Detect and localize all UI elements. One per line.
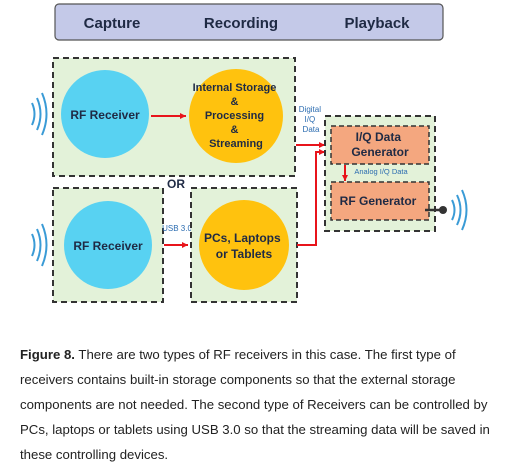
output-signal-icon: [451, 189, 468, 231]
path2-receiver: [64, 201, 152, 289]
or-separator: OR: [167, 177, 185, 191]
path1-storage-label: Internal Storage & Processing & Streamin…: [193, 82, 280, 150]
path1-receiver: [61, 70, 149, 158]
usb-label: USB 3.0: [162, 224, 192, 233]
stage-capture: Capture: [84, 15, 141, 32]
path2-host: [199, 200, 289, 290]
system-diagram: Capture Recording Playback RF Receiver I…: [31, 3, 468, 303]
figure-caption-text: There are two types of RF receivers in t…: [20, 347, 490, 462]
stage-playback: Playback: [344, 15, 410, 32]
path2-to-generator-line: [297, 149, 325, 246]
figure-number: Figure 8.: [20, 347, 75, 362]
path2-receiver-label: RF Receiver: [73, 239, 143, 253]
iq-generator-box: [330, 125, 430, 165]
path1-storage: [189, 69, 283, 163]
analog-iq-label: Analog I/Q Data: [354, 167, 408, 176]
rf-generator-label: RF Generator: [340, 194, 417, 208]
header-band: [54, 3, 444, 41]
rf-generator-box: [330, 181, 430, 221]
iq-generator-label: I/Q Data Generator: [351, 130, 409, 159]
path1-signal-icon: [31, 92, 48, 136]
digital-iq-label: Digital I/Q Data: [299, 105, 323, 134]
path2-signal-icon: [31, 223, 48, 267]
figure-caption: Figure 8. There are two types of RF rece…: [20, 342, 502, 467]
rf-output-antenna-icon: [425, 206, 447, 214]
path1-receiver-label: RF Receiver: [70, 108, 140, 122]
path2-host-label: PCs, Laptops or Tablets: [204, 231, 284, 261]
stage-recording: Recording: [204, 15, 278, 32]
